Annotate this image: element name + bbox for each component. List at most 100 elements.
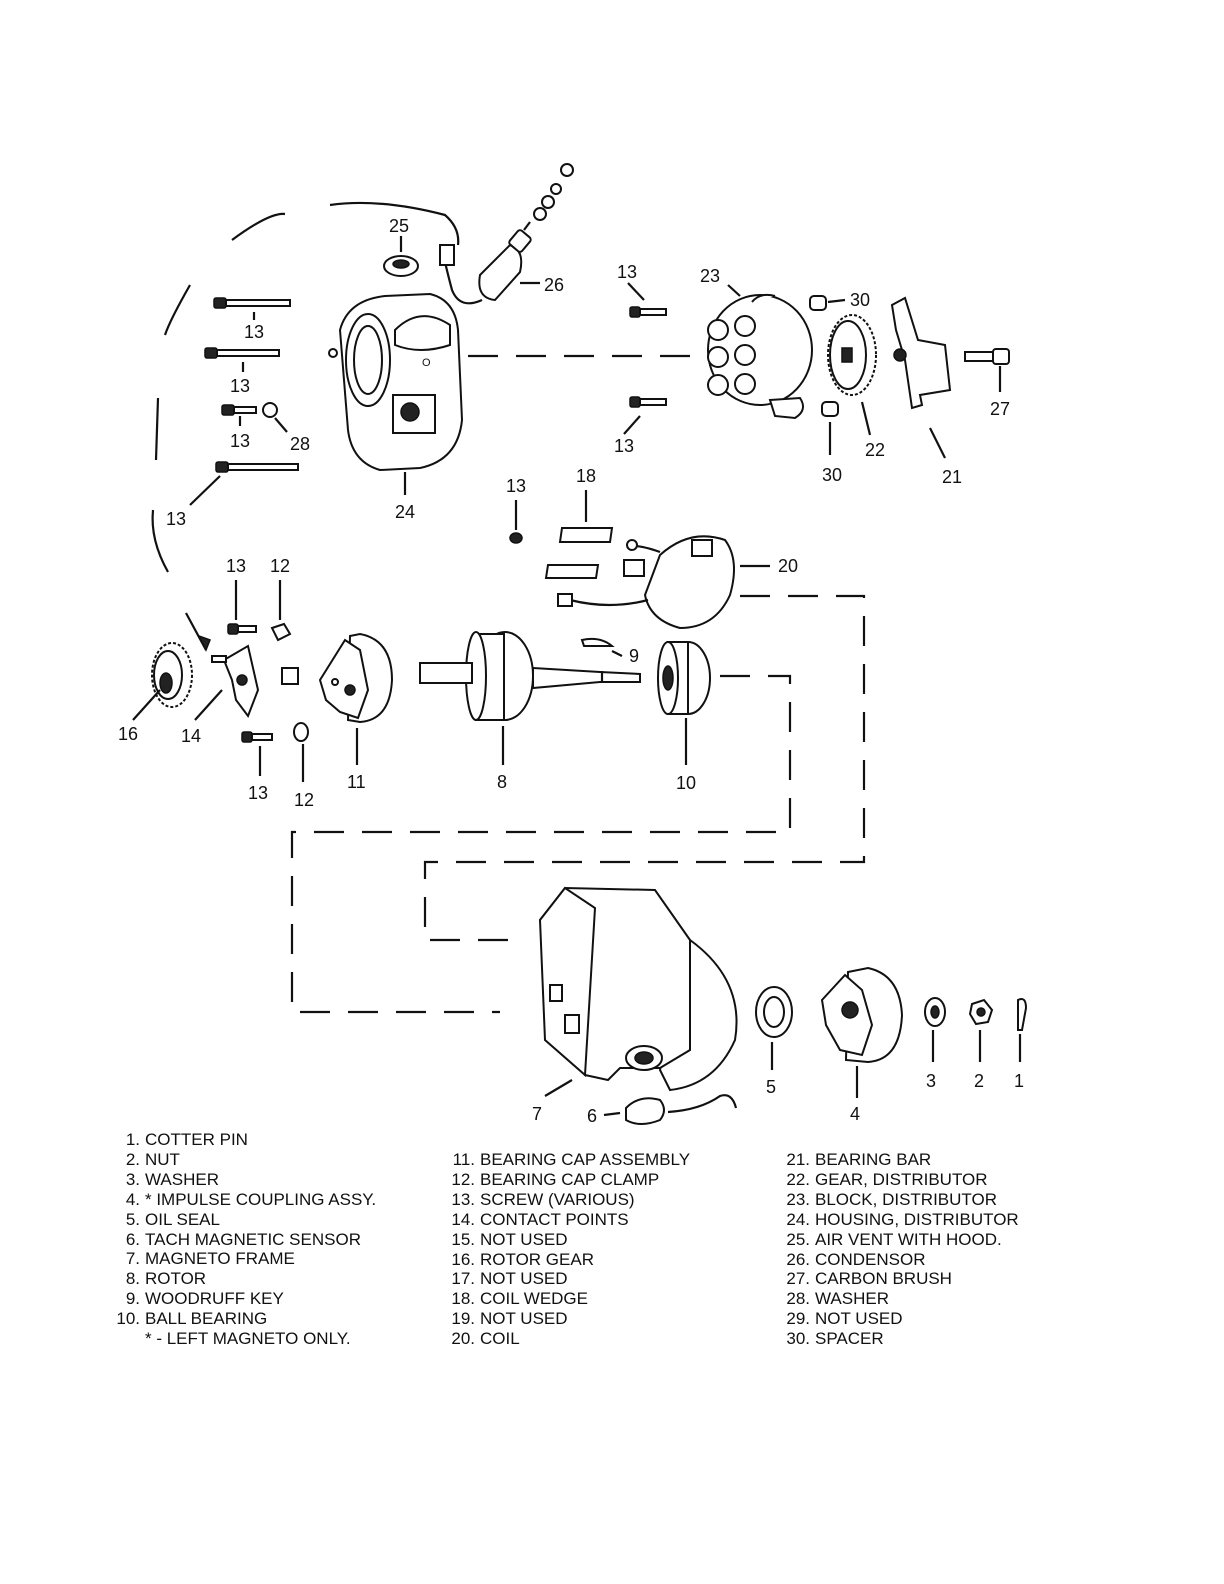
coil-part [557, 535, 735, 630]
legend-item-number: 29. [786, 1309, 810, 1329]
bearing-cap-clamp-parts [270, 622, 309, 742]
legend-item-label: CONTACT POINTS [480, 1209, 629, 1229]
callout-30: 30 [850, 290, 870, 310]
callout-18: 18 [576, 466, 596, 486]
callout-1: 1 [1014, 1071, 1024, 1091]
assembly-guide-lines [151, 201, 866, 1014]
callout-21: 21 [942, 467, 962, 487]
legend-item-label: BLOCK, DISTRIBUTOR [815, 1189, 997, 1209]
callout-27: 27 [990, 399, 1010, 419]
legend-item-number: 12. [451, 1169, 475, 1189]
legend-item-label: WOODRUFF KEY [145, 1289, 284, 1309]
legend-item: 12.BEARING CAP CLAMP [447, 1170, 690, 1190]
carbon-brush-part [964, 348, 1010, 365]
legend-item-label: BEARING CAP CLAMP [480, 1169, 660, 1189]
exploded-view-diagram: O [118, 163, 1028, 1126]
callout-26: 26 [544, 275, 564, 295]
air-vent-part [383, 255, 419, 277]
legend-item-label: BALL BEARING [145, 1309, 268, 1329]
legend-item-label: * IMPULSE COUPLING ASSY. [145, 1189, 377, 1209]
legend-item: 9.WOODRUFF KEY [112, 1289, 376, 1309]
legend-item-number: 10. [116, 1309, 140, 1329]
tach-sensor-part [625, 1094, 738, 1125]
callout-12: 12 [294, 790, 314, 810]
legend-item-label: SPACER [815, 1329, 884, 1349]
legend-item: 4.* IMPULSE COUPLING ASSY. [112, 1190, 376, 1210]
legend-item: 18.COIL WEDGE [447, 1289, 690, 1309]
legend-item-number: 18. [451, 1289, 475, 1309]
legend-item: 28.WASHER [782, 1289, 1019, 1309]
legend-item-number: 2. [125, 1149, 140, 1169]
legend-item: 27.CARBON BRUSH [782, 1269, 1019, 1289]
bearing-cap-assembly-part [318, 632, 394, 724]
legend-item-number: 13. [451, 1189, 475, 1209]
legend-item-number: 3. [125, 1169, 140, 1189]
legend-item-label: MAGNETO FRAME [145, 1249, 295, 1269]
magneto-frame-part [538, 886, 738, 1092]
legend-item-label: SCREW (VARIOUS) [480, 1189, 635, 1209]
legend-item-number: 6. [125, 1229, 140, 1249]
legend-item-label: WASHER [145, 1169, 219, 1189]
legend-item-number: 11. [452, 1150, 475, 1169]
legend-item-number: 7. [125, 1249, 140, 1269]
callout-13: 13 [244, 322, 264, 342]
legend-item-label: COIL WEDGE [480, 1289, 588, 1309]
legend-item-number: 9. [125, 1289, 140, 1309]
legend-item-label: NOT USED [480, 1309, 568, 1329]
legend-item-number: 20. [451, 1329, 475, 1349]
callout-labels: 25 26 13 13 13 28 13 24 13 13 23 30 30 2… [118, 216, 1024, 1126]
callout-16: 16 [118, 724, 138, 744]
callout-13: 13 [166, 509, 186, 529]
contact-points-part [211, 644, 260, 719]
legend-item-number: 17. [451, 1269, 475, 1289]
legend-item: 23.BLOCK, DISTRIBUTOR [782, 1190, 1019, 1210]
bearing-bar-part [890, 296, 952, 410]
legend-item-label: WASHER [815, 1289, 889, 1309]
legend-item-number: 28. [786, 1289, 810, 1309]
legend-item: 7.MAGNETO FRAME [112, 1249, 376, 1269]
callout-14: 14 [181, 726, 201, 746]
callout-20: 20 [778, 556, 798, 576]
legend-item: 26.CONDENSOR [782, 1250, 1019, 1270]
rotor-gear-part [151, 642, 193, 708]
legend-item-label: TACH MAGNETIC SENSOR [145, 1229, 361, 1249]
distributor-housing-part: O [328, 292, 464, 472]
legend-item: 14.CONTACT POINTS [447, 1210, 690, 1230]
legend-item-label: NOT USED [480, 1229, 568, 1249]
leader-lines [132, 236, 1022, 1117]
callout-30: 30 [822, 465, 842, 485]
callout-22: 22 [865, 440, 885, 460]
callout-13: 13 [506, 476, 526, 496]
callout-24: 24 [395, 502, 415, 522]
callout-6: 6 [587, 1106, 597, 1126]
callout-4: 4 [850, 1104, 860, 1124]
legend-item: 5.OIL SEAL [112, 1210, 376, 1230]
callout-25: 25 [389, 216, 409, 236]
legend-item-number: 30. [786, 1329, 810, 1349]
legend-item-label: HOUSING, DISTRIBUTOR [815, 1209, 1019, 1229]
legend-item: 21.BEARING BAR [782, 1150, 1019, 1170]
callout-13: 13 [230, 431, 250, 451]
callout-13: 13 [226, 556, 246, 576]
legend-item-number: 16. [451, 1249, 475, 1269]
callout-13: 13 [617, 262, 637, 282]
legend-item: 29.NOT USED [782, 1309, 1019, 1329]
legend-item: 1.COTTER PIN [112, 1130, 376, 1150]
legend-item-number: 5. [125, 1209, 140, 1229]
legend-item: 25.AIR VENT WITH HOOD. [782, 1230, 1019, 1250]
legend-item-label: BEARING BAR [815, 1150, 932, 1169]
callout-5: 5 [766, 1077, 776, 1097]
legend-item: 19.NOT USED [447, 1309, 690, 1329]
callout-3: 3 [926, 1071, 936, 1091]
legend-item-number: 4. [125, 1189, 140, 1209]
legend-item-number: 26. [786, 1249, 810, 1269]
legend-item-number: 14. [451, 1209, 475, 1229]
callout-8: 8 [497, 772, 507, 792]
legend-item-label: BEARING CAP ASSEMBLY [480, 1150, 691, 1169]
callout-2: 2 [974, 1071, 984, 1091]
legend-item-label: CONDENSOR [815, 1249, 926, 1269]
legend-item: 16.ROTOR GEAR [447, 1250, 690, 1270]
legend-item-number: 23. [786, 1189, 810, 1209]
